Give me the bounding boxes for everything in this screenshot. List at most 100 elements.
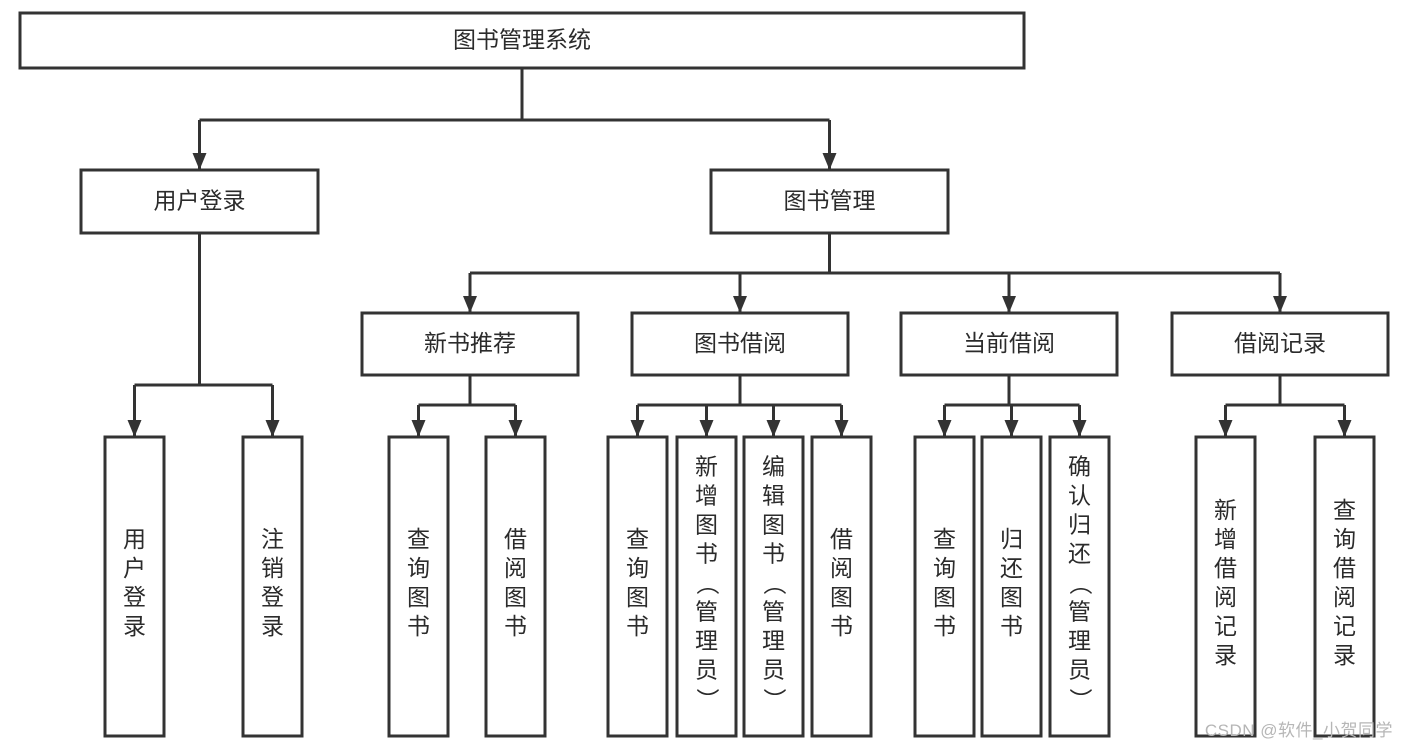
node-box-user-login [79,168,320,235]
node-box-leaf-borrow-book-2 [810,435,873,738]
node-label-char: 还 [1068,541,1091,567]
arrow-head-icon [630,420,645,437]
node-new-book-recommend[interactable]: 新书推荐 [360,311,580,377]
node-label-char: 记 [1333,613,1356,639]
node-label-current-borrow: 当前借阅 [963,330,1055,356]
node-box-leaf-user-login [103,435,166,738]
node-box-new-book-recommend [360,311,580,377]
node-label-char: 书 [933,613,956,639]
node-label-char: 登 [261,584,284,610]
node-label-char: 理 [1068,628,1091,654]
node-label-char: 借 [1333,555,1356,581]
node-label-char: 理 [695,628,718,654]
node-label-char: 图 [1000,584,1023,610]
node-label-char: ） [695,688,721,711]
node-label-char: （ [1068,572,1094,595]
arrow-head-icon [1072,420,1087,437]
node-label-char: 书 [695,541,718,567]
node-label-char: 归 [1068,512,1091,538]
node-label-char: 图 [407,584,430,610]
node-label-char: 书 [830,613,853,639]
nodes-layer: 图书管理系统用户登录图书管理新书推荐图书借阅当前借阅借阅记录用户登录注销登录查询… [18,11,1390,738]
node-current-borrow[interactable]: 当前借阅 [899,311,1119,377]
node-label-char: 录 [261,613,284,639]
arrow-head-icon [1002,296,1016,313]
node-label-char: 借 [504,526,527,552]
arrow-head-icon [699,420,714,437]
arrow-head-icon [834,420,849,437]
node-book-manage[interactable]: 图书管理 [709,168,950,235]
node-box-leaf-confirm-return [1048,435,1111,738]
node-label-char: ） [1068,688,1094,711]
node-box-current-borrow [899,311,1119,377]
node-label-char: 录 [1333,642,1356,668]
node-label-char: 录 [1214,642,1237,668]
node-borrow-record[interactable]: 借阅记录 [1170,311,1390,377]
node-box-leaf-logout-login [241,435,304,738]
node-label-char: 询 [933,555,956,581]
node-label-char: 书 [504,613,527,639]
node-label-char: 增 [695,483,718,509]
node-label-char: 书 [407,613,430,639]
node-leaf-user-login[interactable]: 用户登录 [103,435,166,738]
node-box-leaf-edit-book [742,435,805,738]
node-label-char: ） [762,688,788,711]
node-label-char: 还 [1000,555,1023,581]
node-label-char: 阅 [1214,584,1237,610]
node-label-borrow-record: 借阅记录 [1234,330,1326,356]
node-label-char: 管 [1068,599,1091,625]
node-box-root [18,11,1026,70]
node-label-book-borrow: 图书借阅 [694,330,786,356]
node-box-leaf-query-book-2 [606,435,669,738]
node-root[interactable]: 图书管理系统 [18,11,1026,70]
node-label-char: 阅 [830,555,853,581]
node-label-char: 记 [1214,613,1237,639]
node-label-char: 理 [762,628,785,654]
arrow-head-icon [192,153,207,170]
node-label-char: 登 [123,584,146,610]
node-label-root: 图书管理系统 [453,27,591,53]
arrow-head-icon [766,420,781,437]
node-label-char: 认 [1068,483,1091,509]
connector-lines-layer [127,68,1352,437]
node-box-book-manage [709,168,950,235]
node-user-login[interactable]: 用户登录 [79,168,320,235]
arrow-head-icon [1218,420,1233,437]
node-label-char: 用 [123,526,146,552]
node-label-char: 编 [762,454,785,480]
node-label-char: 图 [933,584,956,610]
node-label-char: （ [762,572,788,595]
arrow-head-icon [1337,420,1352,437]
node-label-char: 户 [123,555,146,581]
node-label-user-login: 用户登录 [154,188,246,214]
node-label-char: 新 [1214,497,1237,523]
node-label-char: 阅 [504,555,527,581]
node-label-char: 阅 [1333,584,1356,610]
node-box-book-borrow [630,311,850,377]
node-label-char: 图 [695,512,718,538]
arrow-head-icon [508,420,523,437]
node-label-char: 管 [762,599,785,625]
node-label-char: 图 [762,512,785,538]
arrow-head-icon [937,420,952,437]
node-label-char: 辑 [762,483,785,509]
node-label-book-manage: 图书管理 [784,188,876,214]
node-label-char: 查 [933,526,956,552]
node-label-char: 询 [407,555,430,581]
node-book-borrow[interactable]: 图书借阅 [630,311,850,377]
node-label-char: 归 [1000,526,1023,552]
